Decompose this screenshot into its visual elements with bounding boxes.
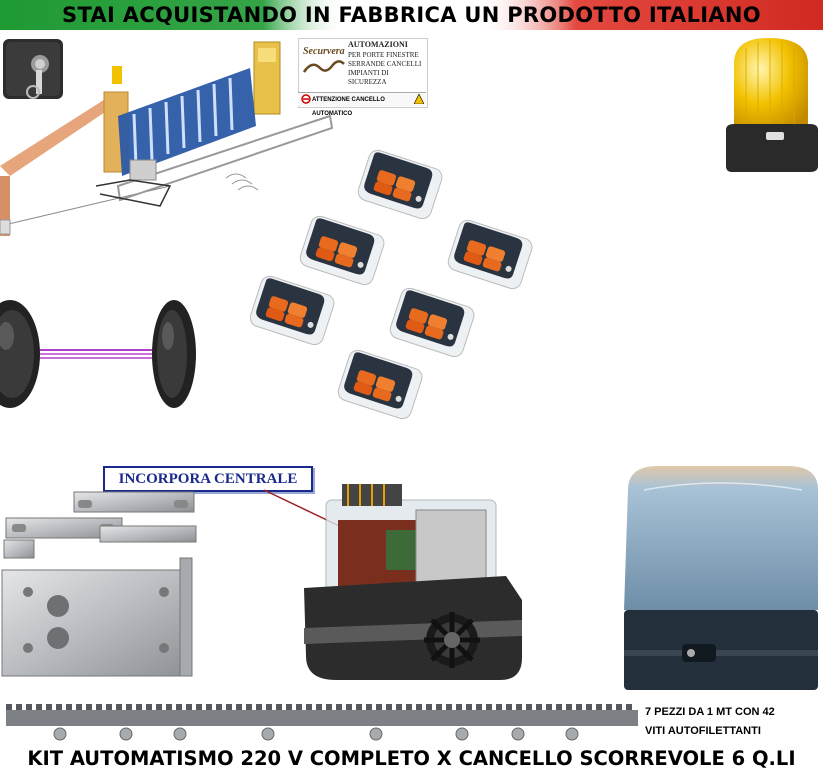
remote-control-icon (297, 213, 387, 288)
brand-logo-icon (302, 60, 345, 73)
remote-control-icon (355, 147, 445, 222)
remote-control-icon (335, 347, 425, 422)
sticker-warning: ATTENZIONE CANCELLO AUTOMATICO (298, 92, 426, 117)
remote-control-icon (387, 285, 477, 360)
sticker-line-4: IMPIANTI DI SICUREZZA (348, 69, 389, 86)
product-title: KIT AUTOMATISMO 220 V COMPLETO X CANCELL… (27, 747, 796, 770)
photocells-pair (0, 300, 196, 408)
key-switch-icon (3, 39, 63, 99)
banner-headline: STAI ACQUISTANDO IN FABBRICA UN PRODOTTO… (62, 3, 761, 27)
remote-control-icon (250, 273, 337, 348)
no-entry-icon (301, 94, 311, 104)
incorpora-centrale-label: INCORPORA CENTRALE (103, 466, 313, 492)
warning-icon (414, 94, 424, 104)
gear-rack-rail (6, 704, 638, 741)
rack-line-2: VITI AUTOFILETTANTI (645, 725, 761, 737)
photocell-icon (0, 300, 40, 408)
sticker-line-3: SERRANDE CANCELLI (348, 60, 422, 68)
sticker-line-2: PER PORTE FINESTRE (348, 51, 419, 59)
gear-motor-icon (304, 484, 522, 680)
rack-line-1: 7 PEZZI DA 1 MT CON 42 (645, 706, 775, 718)
sticker-line-1: AUTOMAZIONI (348, 40, 408, 49)
top-banner: STAI ACQUISTANDO IN FABBRICA UN PRODOTTO… (0, 0, 823, 30)
remote-controls-group (250, 147, 535, 422)
photocell-icon (152, 300, 196, 408)
sticker-brand: Securvera (303, 46, 345, 57)
rack-description: 7 PEZZI DA 1 MT CON 42 VITI AUTOFILETTAN… (645, 703, 823, 741)
mounting-plate-kit (1, 491, 197, 677)
motor-cover-icon (624, 466, 818, 690)
remote-control-icon (445, 217, 535, 292)
sliding-gate-scene (0, 41, 334, 236)
italian-flag-gradient (0, 0, 823, 30)
flashing-lamp-icon (726, 38, 818, 172)
